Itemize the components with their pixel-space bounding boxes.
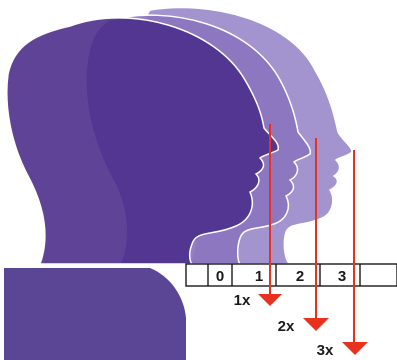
head-silhouette-near — [6, 17, 279, 265]
arrowhead-1x — [258, 294, 282, 306]
ruler-tick-label: 1 — [255, 268, 263, 285]
ruler-tick-label: 3 — [338, 268, 346, 285]
multiplier-label-3x: 3x — [317, 342, 334, 359]
multiplier-label-1x: 1x — [234, 292, 251, 309]
ruler: 0 1 2 3 — [185, 263, 397, 287]
projection-arrows: 1x 2x 3x — [234, 124, 368, 359]
torso-silhouette — [4, 268, 186, 360]
arrowhead-3x — [342, 342, 368, 355]
ruler-tick-label: 2 — [296, 268, 304, 285]
ruler-tick-label: 0 — [216, 268, 224, 285]
arrowhead-2x — [303, 318, 329, 331]
ruler-frame — [185, 263, 397, 287]
multiplier-label-2x: 2x — [278, 318, 295, 335]
